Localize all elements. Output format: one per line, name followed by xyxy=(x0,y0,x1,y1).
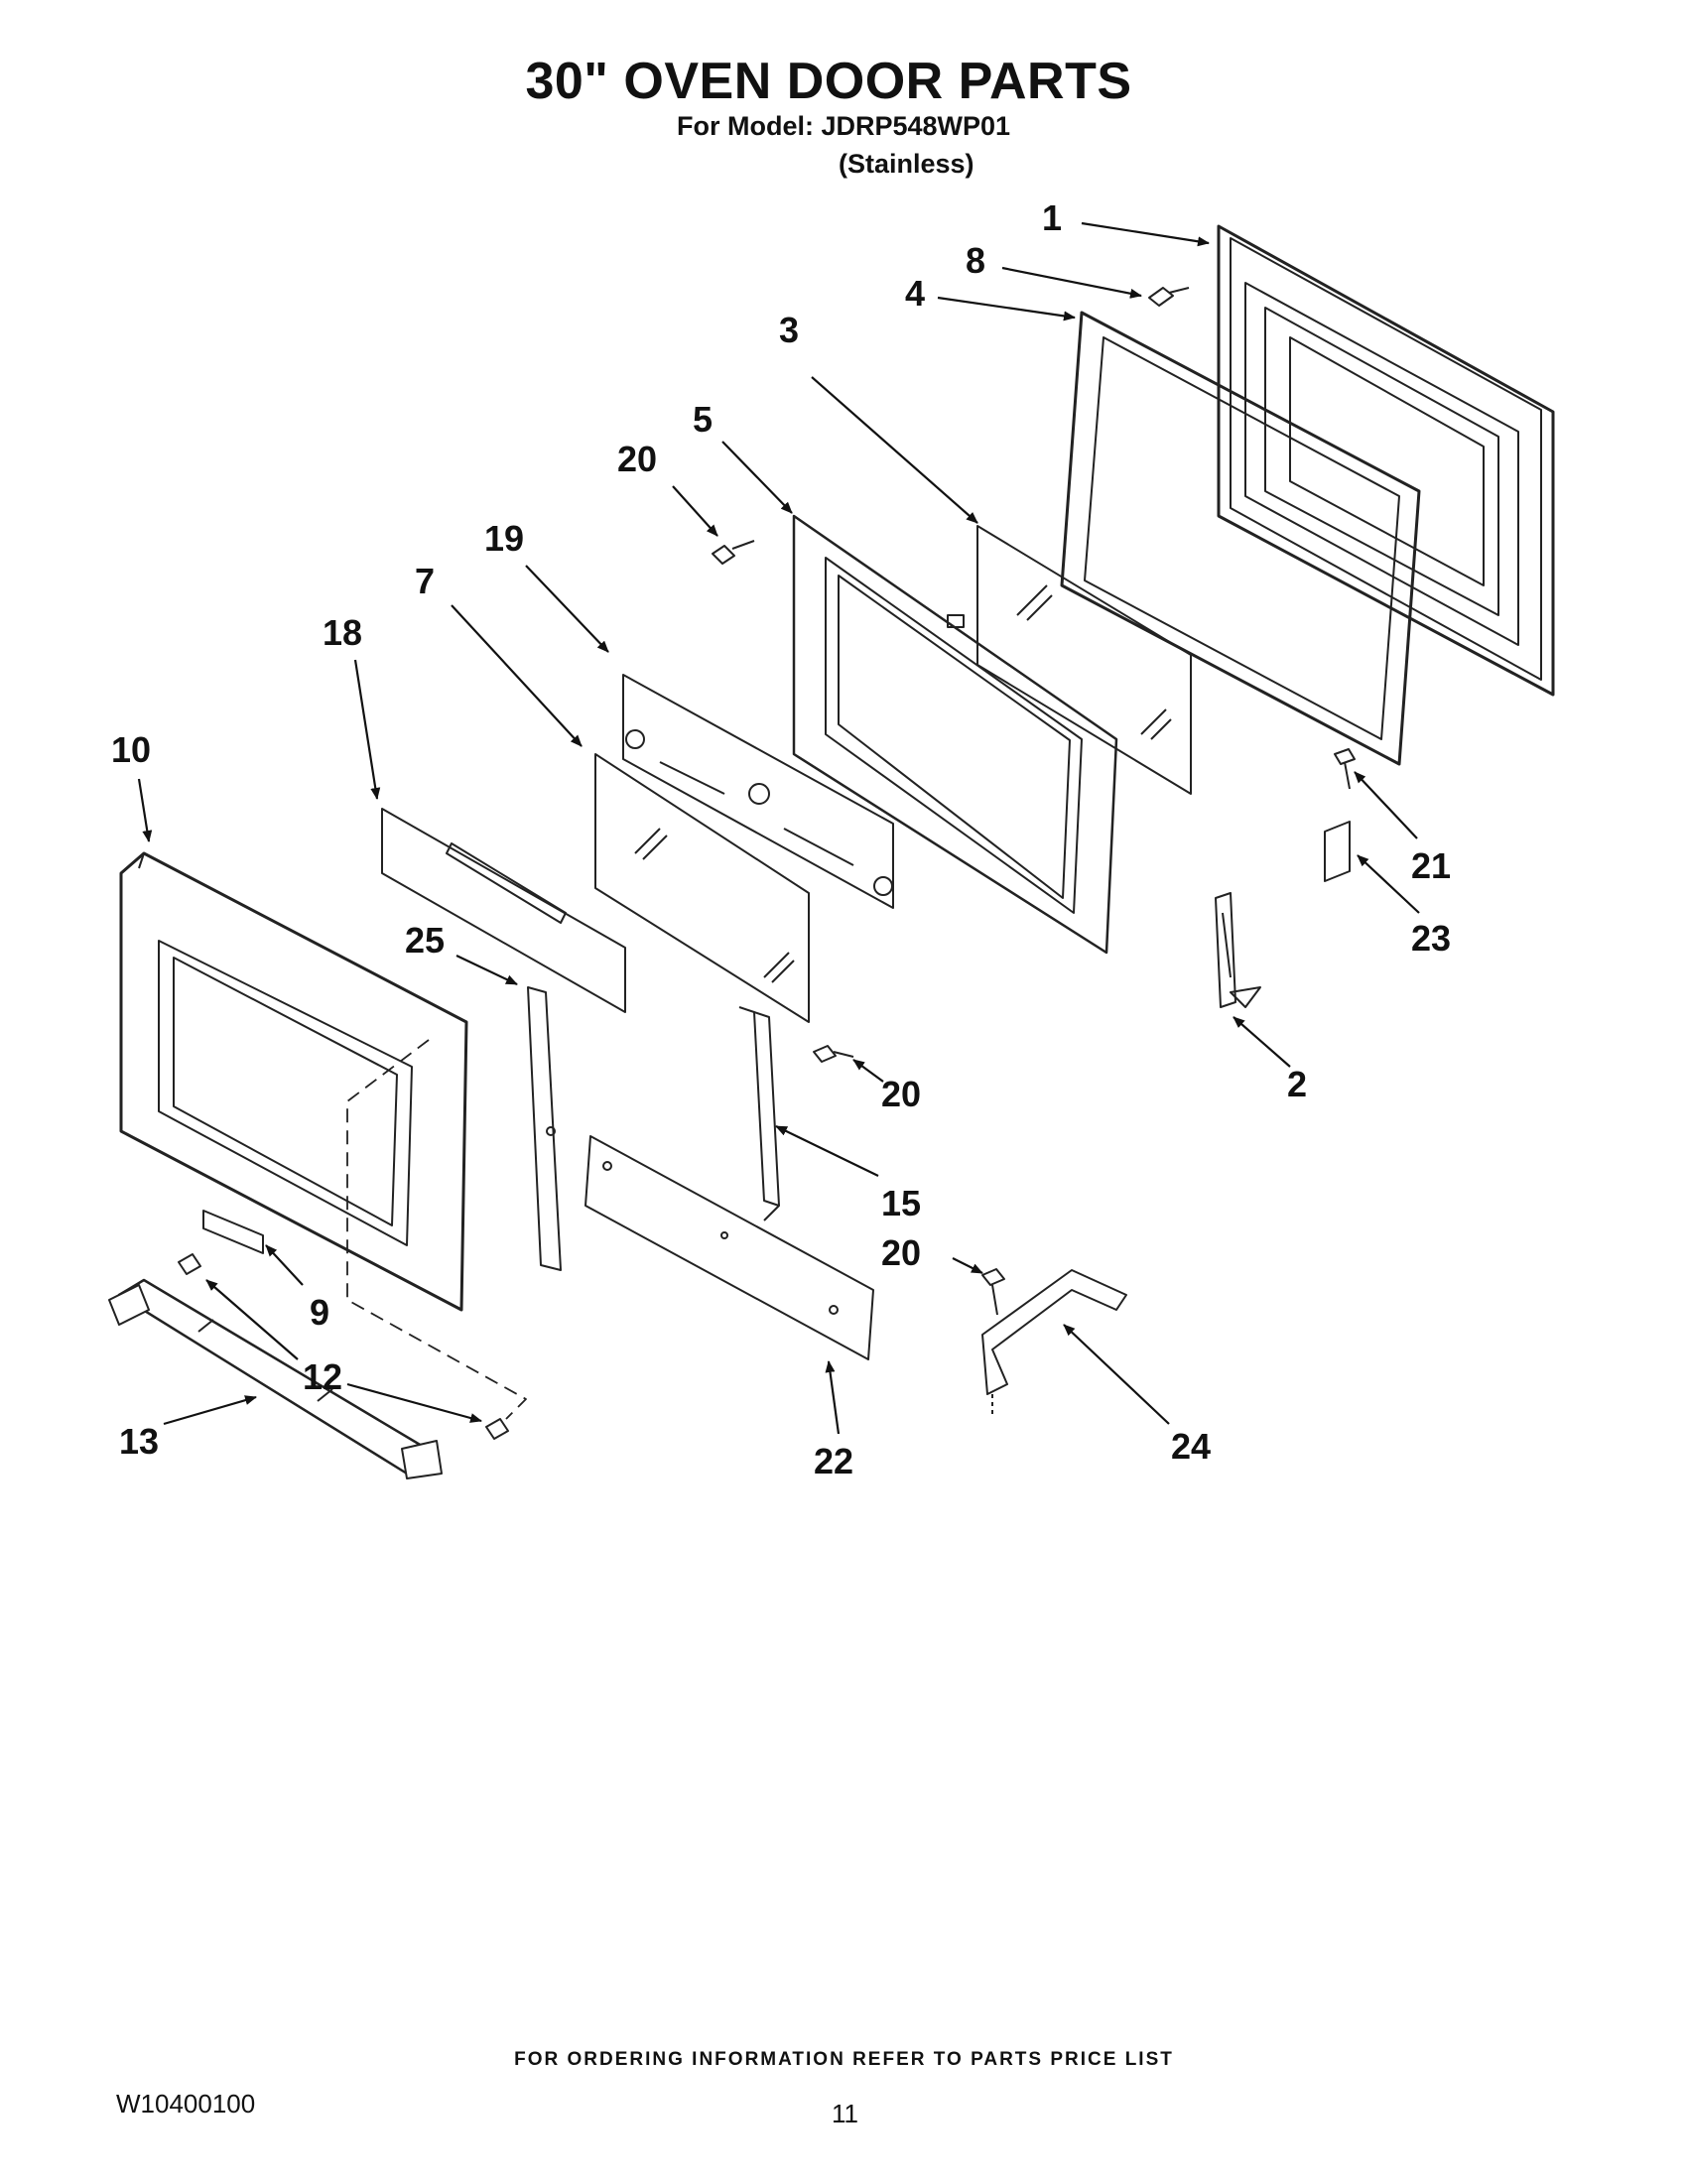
callout-9: 9 xyxy=(310,1292,329,1333)
part-5-door-liner xyxy=(792,514,1118,955)
callout-19: 19 xyxy=(484,518,524,559)
callout-24: 24 xyxy=(1171,1426,1211,1467)
part-12-screw-right xyxy=(485,1418,509,1440)
callout-25: 25 xyxy=(405,920,445,961)
callout-3: 3 xyxy=(779,310,799,350)
leader-25 xyxy=(455,955,518,985)
leader-23 xyxy=(1357,854,1420,914)
callout-4: 4 xyxy=(905,273,925,314)
callout-21: 21 xyxy=(1411,845,1451,886)
part-3-glass xyxy=(976,525,1192,795)
callout-2: 2 xyxy=(1287,1064,1307,1104)
leader-1 xyxy=(1081,221,1210,247)
leader-12-right xyxy=(346,1382,482,1423)
callout-8: 8 xyxy=(966,240,985,281)
part-20-screw-middle xyxy=(813,1045,854,1063)
callout-7: 7 xyxy=(415,561,435,601)
assembly-guide-line xyxy=(346,1039,527,1420)
part-4-door-frame xyxy=(1060,311,1421,766)
callout-15: 15 xyxy=(881,1183,921,1223)
leader-12-left xyxy=(205,1279,299,1360)
callout-5: 5 xyxy=(693,399,713,440)
callout-12: 12 xyxy=(303,1356,342,1397)
callout-18: 18 xyxy=(323,612,362,653)
leader-21 xyxy=(1354,771,1418,839)
part-24-bracket xyxy=(981,1269,1127,1414)
callout-1: 1 xyxy=(1042,197,1062,238)
callout-20-middle: 20 xyxy=(881,1074,921,1114)
part-18-air-deflector xyxy=(381,808,626,1013)
part-15-door-guide xyxy=(738,1006,780,1221)
leader-15 xyxy=(775,1125,879,1177)
part-19-baffle-panel xyxy=(622,674,894,909)
callout-23: 23 xyxy=(1411,918,1451,959)
leader-5 xyxy=(721,441,793,514)
leader-18 xyxy=(353,659,381,800)
part-1-inner-door-panel xyxy=(1217,224,1555,697)
leader-20-bottom xyxy=(952,1257,983,1274)
leader-22 xyxy=(825,1360,841,1435)
leader-2 xyxy=(1233,1016,1291,1068)
model-number: For Model: JDRP548WP01 xyxy=(677,111,1011,141)
part-23-hinge-receptacle xyxy=(1324,821,1351,882)
leader-20-top xyxy=(672,485,718,537)
ordering-note: FOR ORDERING INFORMATION REFER TO PARTS … xyxy=(514,2049,1174,2070)
part-21-screw xyxy=(1334,748,1356,790)
page-title: 30" OVEN DOOR PARTS xyxy=(525,53,1132,110)
leader-9 xyxy=(265,1244,304,1286)
part-10-outer-door xyxy=(119,851,468,1312)
leader-20-middle xyxy=(852,1059,884,1083)
page-number: 11 xyxy=(832,2099,858,2128)
callout-10: 10 xyxy=(111,729,151,770)
callout-13: 13 xyxy=(119,1421,159,1462)
leader-3 xyxy=(811,376,978,524)
part-7-glass xyxy=(594,753,810,1023)
document-id: W10400100 xyxy=(116,2089,256,2119)
callout-20-top: 20 xyxy=(617,439,657,479)
part-8-screw xyxy=(1148,287,1190,307)
leader-19 xyxy=(525,565,609,653)
part-9-logo-badge xyxy=(202,1210,264,1254)
callout-20-bottom: 20 xyxy=(881,1232,921,1273)
leader-13 xyxy=(163,1395,257,1426)
part-20-screw-bottom xyxy=(981,1268,1005,1316)
part-22-bottom-trim xyxy=(584,1135,874,1360)
model-variant: (Stainless) xyxy=(839,149,974,179)
part-13-handle xyxy=(108,1278,443,1479)
leader-10 xyxy=(137,778,153,842)
leader-4 xyxy=(937,296,1076,321)
leader-8 xyxy=(1001,266,1142,299)
part-12-screw-left xyxy=(178,1253,201,1275)
part-2-hinge xyxy=(1215,892,1261,1008)
leader-24 xyxy=(1063,1324,1170,1425)
callout-22: 22 xyxy=(814,1441,853,1481)
leader-7 xyxy=(451,604,583,747)
part-25-side-trim xyxy=(527,986,562,1271)
part-20-screw-top xyxy=(712,540,755,565)
